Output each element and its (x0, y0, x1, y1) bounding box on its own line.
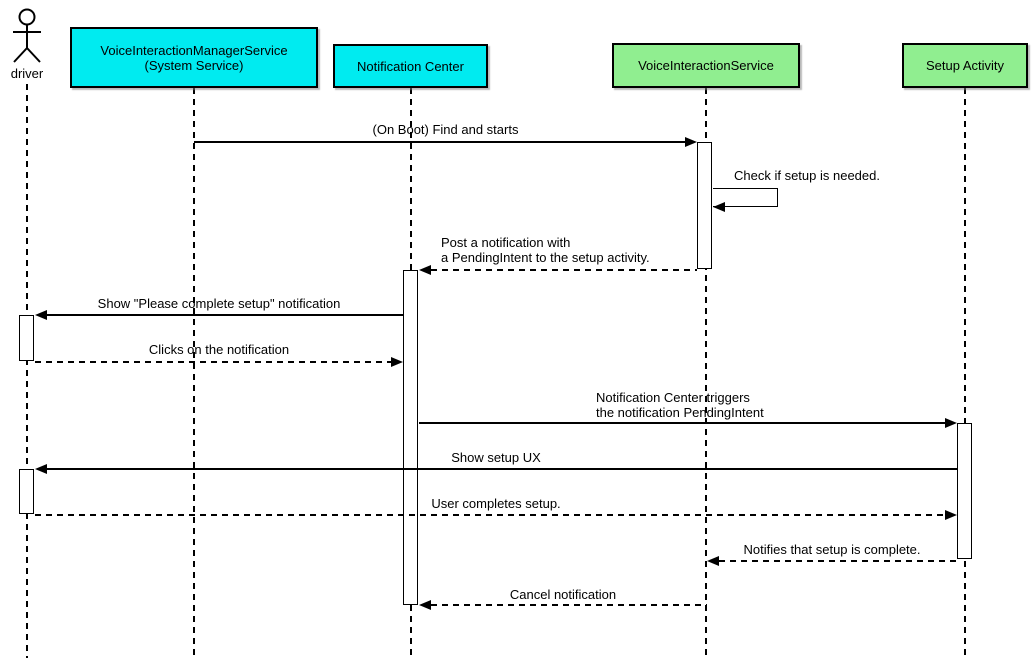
message-3-line (431, 269, 697, 271)
participant-label: Notification Center (357, 58, 464, 74)
arrowhead-icon (35, 464, 47, 474)
lifeline-voiceinteractionservice (705, 88, 707, 658)
activation-bar-driver-1 (19, 315, 34, 361)
message-9-line (719, 560, 957, 562)
participant-label: (System Service) (144, 57, 244, 73)
arrowhead-icon (945, 418, 957, 428)
message-3-label-line2: a PendingIntent to the setup activity. (441, 250, 650, 265)
message-8-line (35, 514, 945, 516)
message-2-label: Check if setup is needed. (734, 168, 880, 183)
lifeline-voiceinteractionmanagerservice (193, 88, 195, 658)
message-3-label-line1: Post a notification with (441, 235, 571, 250)
activation-bar-voiceinteractionservice (697, 142, 712, 269)
participant-setup-activity: Setup Activity (902, 43, 1028, 88)
activation-bar-notification-center (403, 270, 418, 605)
message-7-label: Show setup UX (451, 450, 541, 465)
message-5-label: Clicks on the notification (148, 342, 290, 357)
message-4-line (47, 314, 403, 316)
participant-notification-center: Notification Center (333, 44, 488, 88)
actor-icon (13, 8, 41, 63)
arrowhead-icon (419, 265, 431, 275)
message-1-line (194, 141, 685, 143)
message-9-label: Notifies that setup is complete. (743, 542, 921, 557)
message-5-line (35, 361, 391, 363)
lifeline-setup-activity (964, 88, 966, 658)
message-6-label-line1: Notification Center triggers (596, 390, 750, 405)
arrowhead-icon (685, 137, 697, 147)
message-6-line (419, 422, 945, 424)
message-1-label: (On Boot) Find and starts (372, 122, 519, 137)
participant-voiceinteractionservice: VoiceInteractionService (612, 43, 800, 88)
message-10-label: Cancel notification (509, 587, 617, 602)
actor-label: driver (10, 66, 44, 81)
arrowhead-icon (707, 556, 719, 566)
message-6-label-line2: the notification PendingIntent (596, 405, 764, 420)
participant-label: VoiceInteractionService (638, 58, 774, 73)
arrowhead-icon (391, 357, 403, 367)
participant-voiceinteractionmanagerservice: VoiceInteractionManagerService (System S… (70, 27, 318, 88)
message-2-selfloop-line (713, 188, 778, 207)
arrowhead-icon (35, 310, 47, 320)
activation-bar-setup-activity (957, 423, 972, 559)
participant-label: VoiceInteractionManagerService (100, 42, 288, 58)
participant-label: Setup Activity (925, 58, 1005, 73)
lifeline-driver (26, 84, 28, 658)
message-4-label: Show "Please complete setup" notificatio… (97, 296, 341, 311)
message-8-label: User completes setup. (431, 496, 561, 511)
arrowhead-icon (945, 510, 957, 520)
arrowhead-icon (419, 600, 431, 610)
message-7-line (47, 468, 957, 470)
arrowhead-icon (713, 202, 725, 212)
activation-bar-driver-2 (19, 469, 34, 514)
message-10-line (431, 604, 707, 606)
